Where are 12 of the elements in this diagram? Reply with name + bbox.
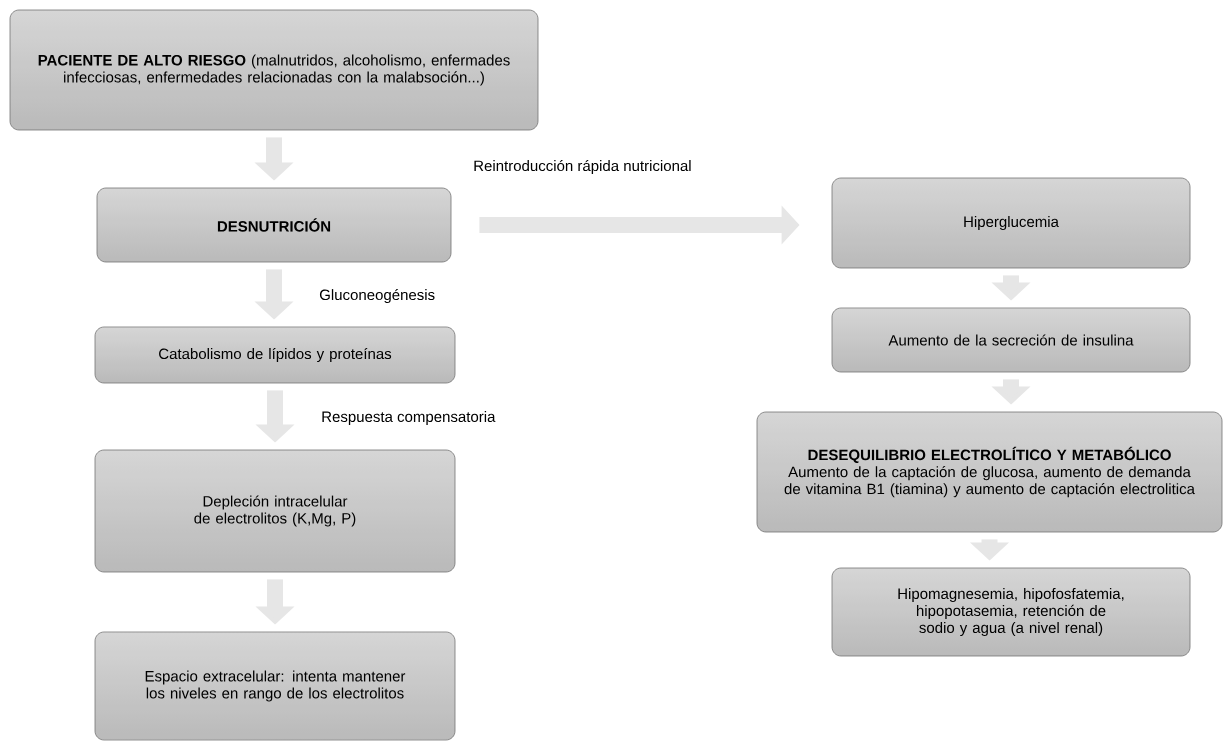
- process-box: Depleción intracelular de electrolitos (K,Mg, P): [94, 449, 456, 573]
- process-box: Aumento de la secreción de insulina: [831, 307, 1191, 373]
- process-box: PACIENTE DE ALTO RIESGO (malnutridos, alcoholismo, enfermades infecciosas, enfermedades relacionadas con la malabsoción...): [9, 9, 539, 131]
- process-box: Espacio extracelular: intenta mantener los niveles en rango de los electrolitos: [94, 631, 456, 741]
- edge-label: Reintroducción rápida nutricional: [474, 159, 691, 175]
- edge-label: Respuesta compensatoria: [322, 411, 496, 425]
- process-box: DESEQUILIBRIO ELECTROLÍTICO Y METABÓLICO Aumento de la captación de glucosa, aumento de demanda de vitamina B1 (tiamina) y aumento de captación electrolitica: [756, 411, 1223, 533]
- process-box: Hiperglucemia: [831, 177, 1191, 269]
- process-box: DESNUTRICIÓN: [96, 187, 452, 263]
- process-box: Hipomagnesemia, hipofosfatemia, hipopotasemia, retención de sodio y agua (a nivel renal): [831, 567, 1191, 657]
- edge-label: Gluconeogénesis: [319, 288, 435, 304]
- process-box: Catabolismo de lípidos y proteínas: [94, 326, 456, 384]
